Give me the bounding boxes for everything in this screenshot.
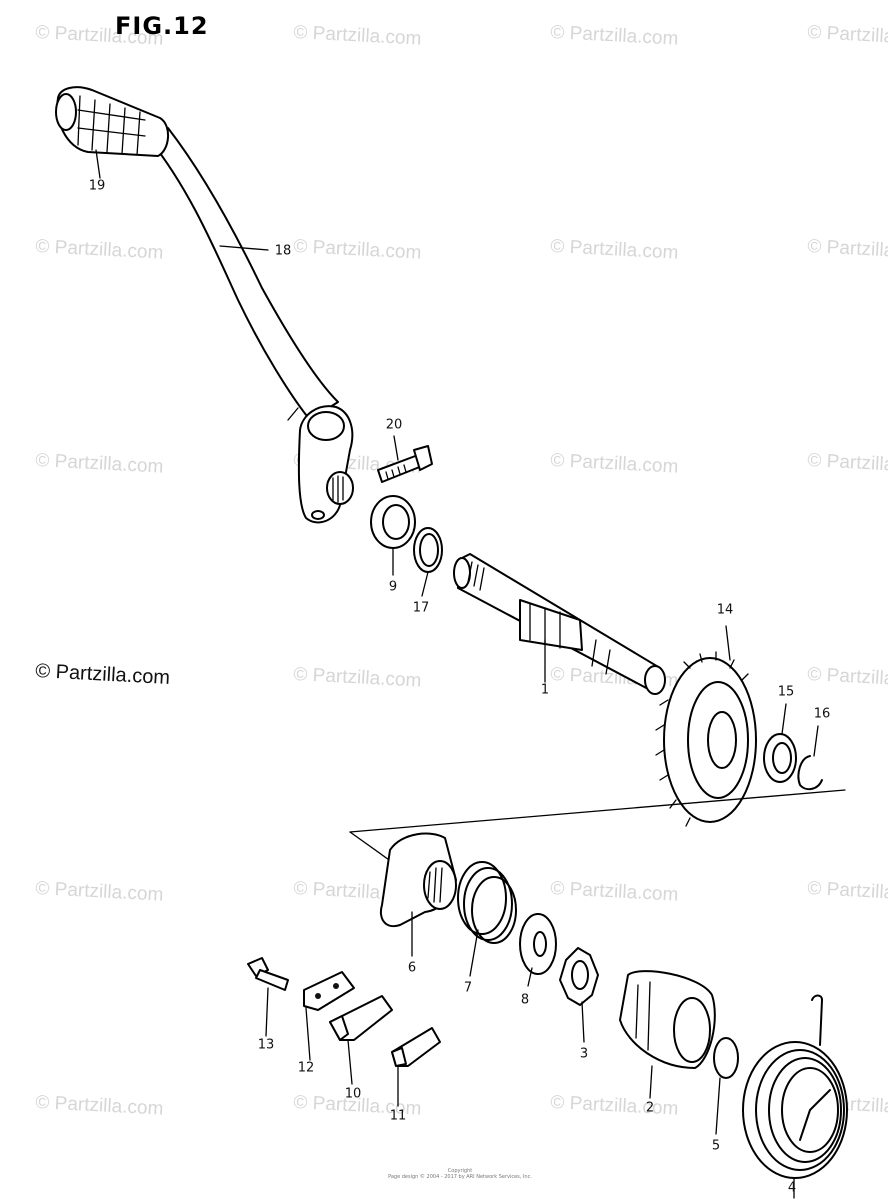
kick-gear: [655, 651, 757, 827]
callout-7: 7: [463, 980, 473, 996]
callout-2: 2: [645, 1100, 655, 1116]
callout-10: 10: [344, 1086, 362, 1102]
star-washer: [763, 733, 797, 783]
footer-line-1: Copyright: [447, 1168, 473, 1174]
footer-copyright: Copyright Page design © 2004 - 2017 by A…: [360, 1168, 560, 1180]
washer: [519, 913, 557, 975]
callout-9: 9: [388, 579, 398, 595]
plate: [303, 971, 355, 1011]
callout-20: 20: [385, 417, 403, 433]
callout-13: 13: [257, 1037, 275, 1053]
footer-line-2: Page design © 2004 - 2017 by ARI Network…: [388, 1174, 532, 1180]
washer: [413, 527, 443, 573]
callout-4: 4: [787, 1180, 797, 1196]
guide-line: [349, 831, 393, 863]
callout-3: 3: [579, 1046, 589, 1062]
callout-16: 16: [813, 706, 831, 722]
return-spring: [742, 994, 848, 1179]
circlip: [713, 1037, 739, 1079]
callout-19: 19: [88, 178, 106, 194]
star-washer: [559, 947, 599, 1006]
callout-1: 1: [540, 682, 550, 698]
plate: [329, 995, 393, 1041]
callout-17: 17: [412, 600, 430, 616]
bolt: [377, 445, 433, 483]
kick-pawl: [380, 832, 457, 928]
callout-14: 14: [716, 602, 734, 618]
guide-line: [349, 789, 846, 833]
figure-title: FIG.12: [115, 12, 209, 40]
callout-6: 6: [407, 960, 417, 976]
callout-8: 8: [520, 992, 530, 1008]
callout-18: 18: [274, 243, 292, 259]
callout-5: 5: [711, 1138, 721, 1154]
kick-shaft: [453, 553, 666, 695]
leader-lines: [95, 149, 819, 1199]
kick-grip: [55, 86, 169, 157]
oil-seal: [370, 495, 416, 549]
drive-gear: [619, 970, 716, 1069]
callout-15: 15: [777, 684, 795, 700]
plate: [391, 1027, 441, 1067]
callout-12: 12: [297, 1060, 315, 1076]
callout-11: 11: [389, 1108, 407, 1124]
kick-lever: [149, 127, 354, 524]
circlip: [797, 755, 823, 791]
bolt: [247, 957, 289, 991]
spring: [457, 861, 517, 944]
